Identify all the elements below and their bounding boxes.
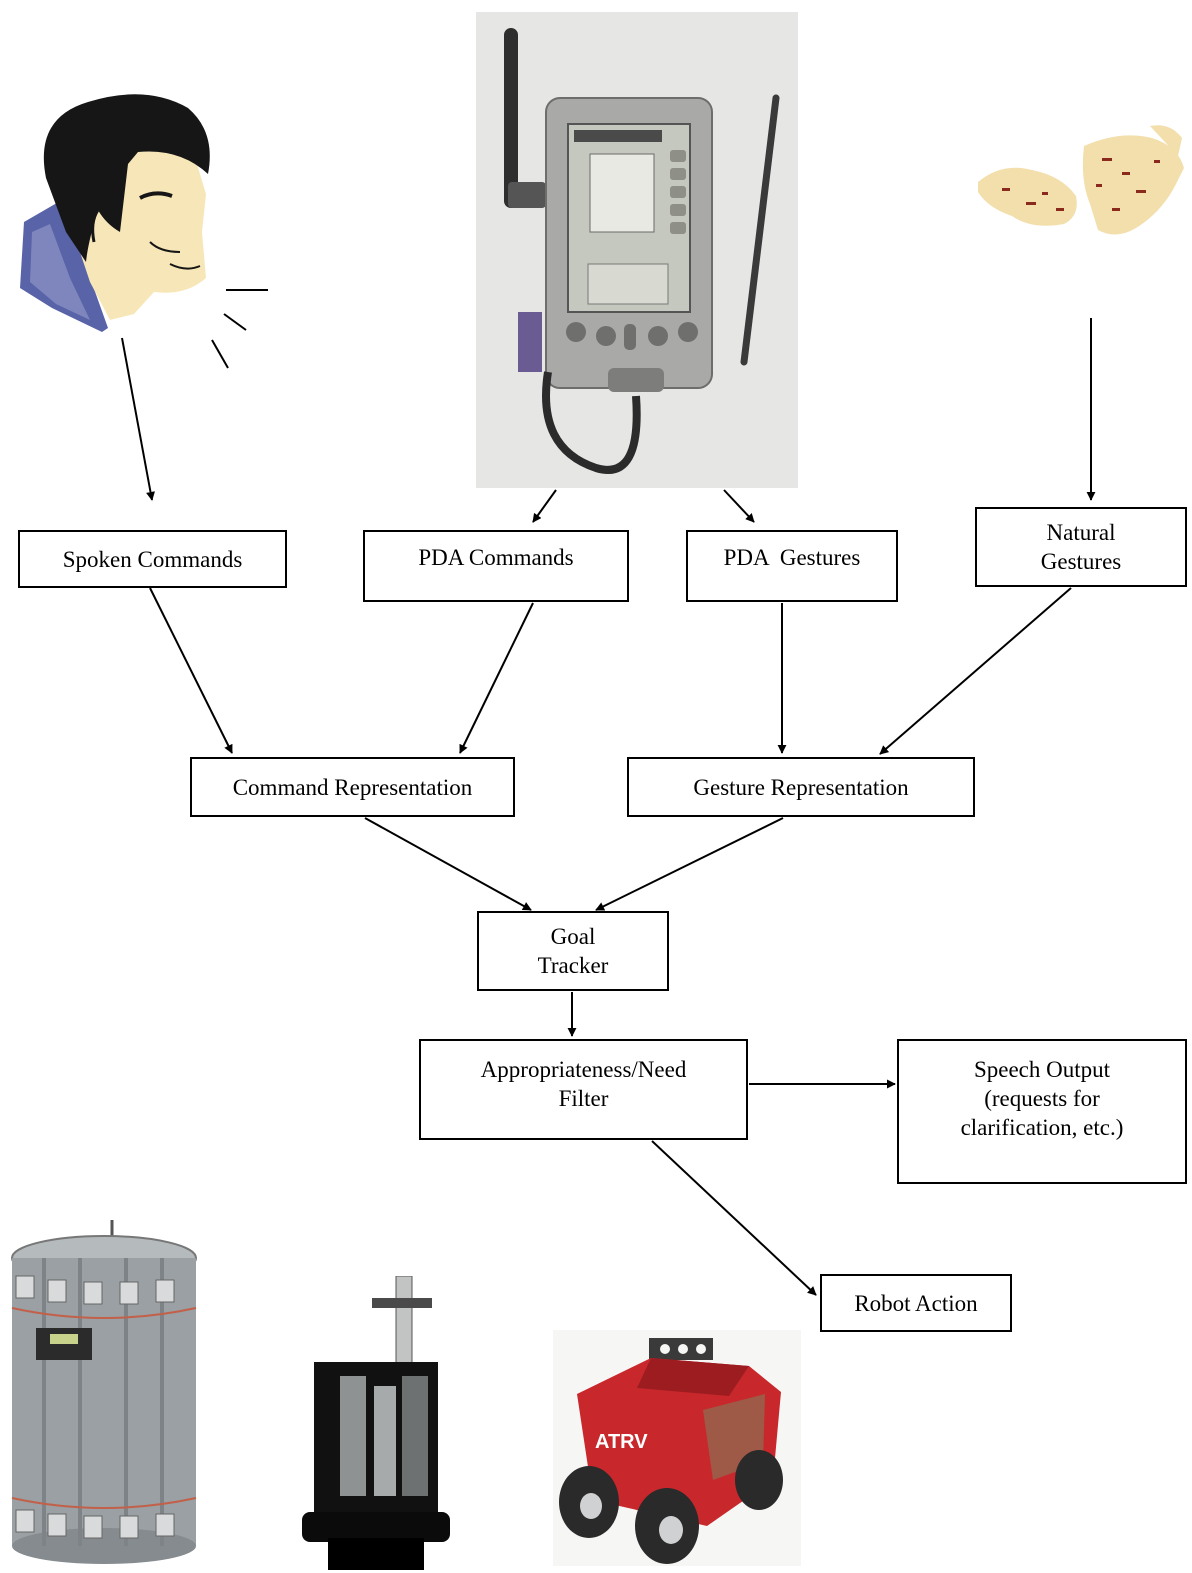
arrow-gesture-rep-to-goal [595, 817, 784, 911]
command-representation-box: Command Representation [190, 757, 515, 817]
natural-gestures-label: Natural Gestures [1040, 520, 1122, 574]
arrow-pda-commands-to-command-rep [459, 602, 534, 754]
robot-action-box: Robot Action [820, 1274, 1012, 1332]
arrow-filter-to-robot-action [651, 1140, 817, 1296]
goal-tracker-label: Goal Tracker [537, 924, 609, 978]
arrow-command-rep-to-goal [364, 817, 532, 911]
spoken-commands-box: Spoken Commands [18, 530, 287, 588]
spoken-commands-label: Spoken Commands [62, 546, 243, 572]
atrv-robot-icon: ATRV [553, 1330, 801, 1566]
arrow-speaker-to-spoken [121, 337, 155, 501]
gesturing-hands-icon [978, 125, 1184, 235]
appropriateness-filter-box: Appropriateness/Need Filter [419, 1039, 748, 1140]
arrow-natural-to-gesture-rep [879, 587, 1072, 755]
pda-commands-label: PDA Commands [418, 544, 574, 570]
goal-tracker-box: Goal Tracker [477, 911, 669, 991]
arrow-pda-to-pda-gestures [723, 489, 755, 523]
arrow-pda-to-pda-commands [532, 489, 557, 523]
pda-device-icon [476, 12, 798, 488]
speech-output-box: Speech Output (requests for clarificatio… [897, 1039, 1187, 1184]
atrv-logo-text: ATRV [595, 1431, 648, 1453]
robot-action-label: Robot Action [854, 1290, 978, 1316]
pda-gestures-label: PDA Gestures [723, 544, 861, 570]
command-representation-label: Command Representation [232, 774, 473, 800]
mobile-robot-icon [302, 1276, 450, 1570]
pda-gestures-box: PDA Gestures [686, 530, 898, 602]
speaking-person-icon [20, 94, 268, 369]
appropriateness-filter-label: Appropriateness/Need Filter [480, 1057, 687, 1111]
natural-gestures-box: Natural Gestures [975, 507, 1187, 587]
arrow-spoken-to-command-rep [149, 587, 233, 754]
pda-commands-box: PDA Commands [363, 530, 629, 602]
gesture-representation-box: Gesture Representation [627, 757, 975, 817]
speech-output-label: Speech Output (requests for clarificatio… [960, 1057, 1124, 1140]
cylindrical-robot-icon [11, 1220, 197, 1564]
gesture-representation-label: Gesture Representation [693, 774, 909, 800]
